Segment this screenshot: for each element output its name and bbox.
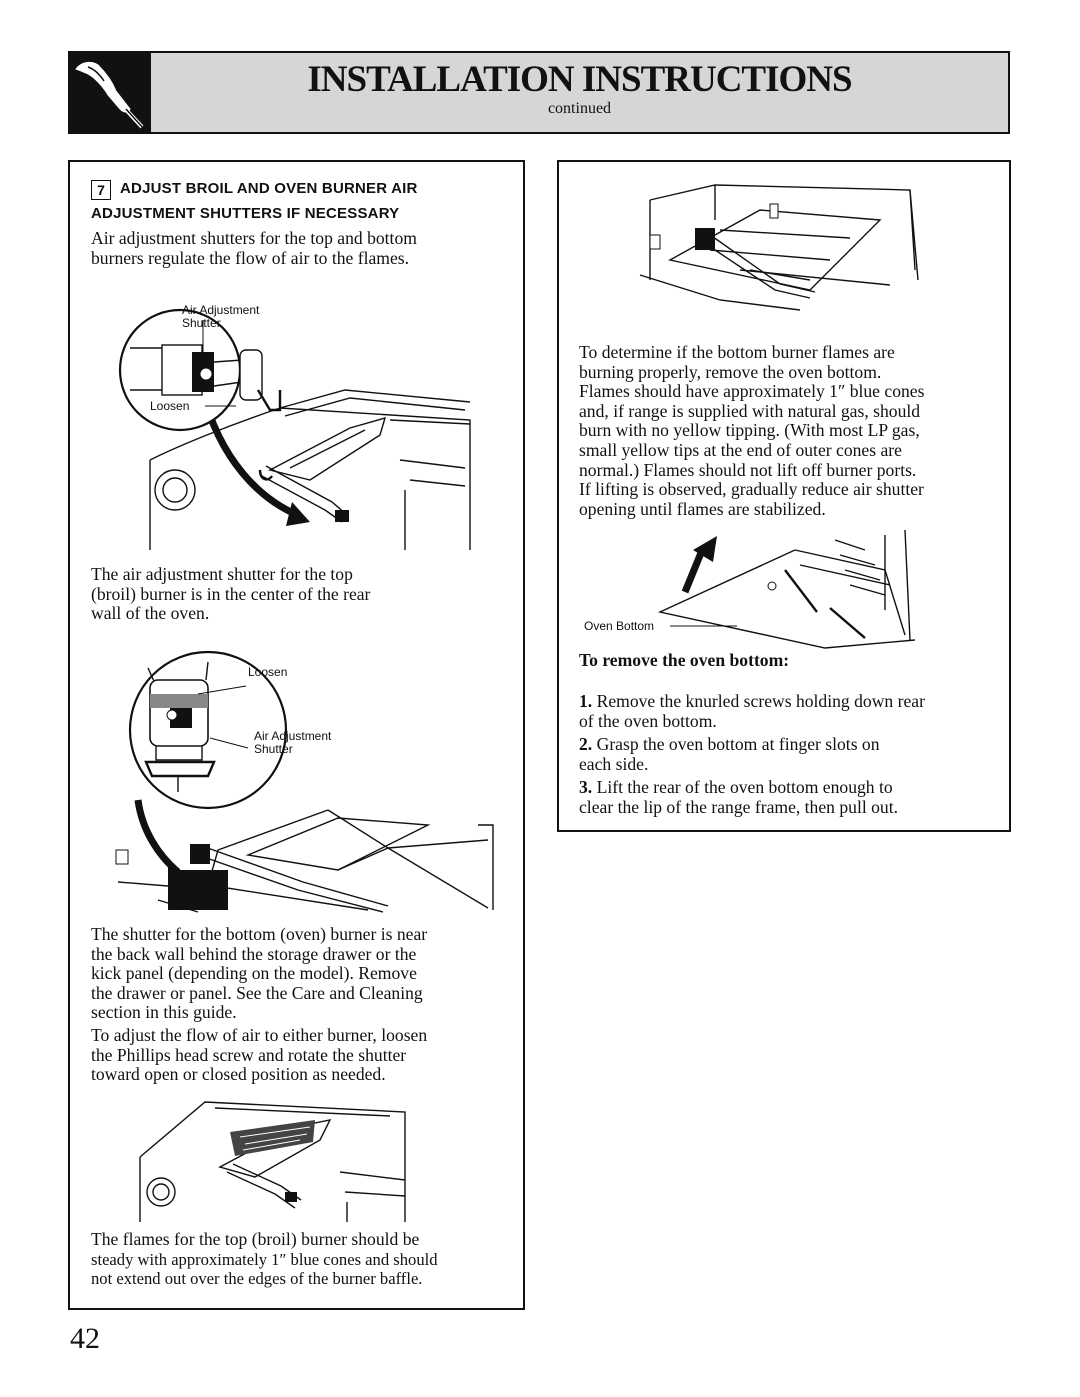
bottom-shutter-line-2: the back wall behind the storage drawer …	[91, 943, 417, 964]
remove-step-1-line-2: of the oven bottom.	[579, 710, 717, 731]
top-burner-shutter-figure	[118, 308, 471, 550]
page-number: 42	[70, 1322, 100, 1355]
oven-bottom-label: Oven Bottom	[584, 619, 655, 633]
check-line-4: and, if range is supplied with natural g…	[579, 400, 921, 421]
remove-step-3-number: 3.	[579, 777, 593, 798]
check-line-7: normal.) Flames should not lift off burn…	[579, 459, 917, 480]
fig1-shutter-label: Air Adjustment Shutter	[182, 304, 259, 330]
remove-step-2-line-2: each side.	[579, 753, 649, 774]
adjust-paragraph: To adjust the flow of air to either burn…	[91, 1025, 428, 1085]
bottom-shutter-line-1: The shutter for the bottom (oven) burner…	[91, 924, 428, 944]
flames-paragraph: The flames for the top (broil) burner sh…	[91, 1229, 438, 1289]
remove-step-2-number: 2.	[579, 734, 593, 755]
check-line-5: burn with no yellow tipping. (With most …	[579, 420, 920, 441]
adjust-line-2: the Phillips head screw and rotate the s…	[91, 1044, 407, 1065]
bottom-burner-shutter-figure	[115, 650, 494, 913]
oven-bottom-removal-figure	[657, 529, 916, 649]
flames-line-2: steady with approximately 1″ blue cones …	[91, 1249, 438, 1269]
hand-screwdriver-icon	[68, 51, 151, 134]
page-subtitle: continued	[547, 100, 612, 117]
fig2-shutter-label-line-1: Air Adjustment	[254, 729, 332, 743]
oven-burner-figure	[639, 184, 919, 311]
remove-step-1-number: 1.	[579, 691, 593, 711]
top-shutter-line-3: wall of the oven.	[91, 603, 210, 624]
flames-line-1: The flames for the top (broil) burner sh…	[91, 1229, 420, 1249]
adjust-line-1: To adjust the flow of air to either burn…	[91, 1025, 428, 1045]
page-title: INSTALLATION INSTRUCTIONS	[307, 59, 852, 100]
step-heading-line-2: Adjustment Shutters if Necessary	[91, 205, 400, 222]
check-flames-paragraph: To determine if the bottom burner flames…	[579, 342, 925, 519]
remove-step-3-line-1: Lift the rear of the oven bottom enough …	[596, 777, 893, 798]
remove-step-3: 3. Lift the rear of the oven bottom enou…	[579, 778, 925, 817]
intro-line-2: burners regulate the flow of air to the …	[91, 247, 410, 268]
step-heading-line-1: Adjust Broil and Oven Burner Air	[120, 180, 418, 197]
bottom-shutter-line-5: section in this guide.	[91, 1002, 237, 1023]
bottom-shutter-line-4: the drawer or panel. See the Care and Cl…	[91, 982, 423, 1003]
remove-step-2: 2. Grasp the oven bottom at finger slots…	[579, 734, 925, 774]
broil-flames-figure	[139, 1101, 406, 1222]
remove-steps-list: 1. Remove the knurled screws holding dow…	[579, 691, 925, 818]
check-line-9: opening until flames are stabilized.	[579, 498, 826, 519]
fig2-shutter-label: Air Adjustment Shutter	[254, 730, 331, 756]
top-shutter-line-2: (broil) burner is in the center of the r…	[91, 583, 371, 604]
bottom-shutter-line-3: kick panel (depending on the model). Rem…	[91, 963, 417, 984]
remove-step-1-line-1: Remove the knurled screws holding down r…	[596, 691, 925, 711]
remove-step-2-line-1: Grasp the oven bottom at finger slots on	[596, 734, 880, 755]
intro-line-1: Air adjustment shutters for the top and …	[91, 228, 417, 248]
remove-step-1: 1. Remove the knurled screws holding dow…	[579, 691, 925, 731]
remove-step-3-line-2: clear the lip of the range frame, then p…	[579, 796, 899, 817]
flames-line-3: not extend out over the edges of the bur…	[91, 1269, 423, 1289]
top-shutter-paragraph: The air adjustment shutter for the top (…	[91, 564, 371, 624]
fig1-shutter-label-line-2: Shutter	[182, 316, 221, 330]
right-instruction-panel	[557, 160, 1011, 832]
top-shutter-line-1: The air adjustment shutter for the top	[91, 564, 353, 584]
fig2-loosen-label: Loosen	[248, 665, 288, 679]
check-line-2: burning properly, remove the oven bottom…	[579, 361, 882, 382]
check-line-6: small yellow tips at the end of outer co…	[579, 439, 902, 460]
remove-oven-bottom-heading: To remove the oven bottom:	[579, 650, 790, 670]
fig1-loosen-label: Loosen	[150, 399, 190, 413]
step-number: 7	[91, 180, 111, 200]
fig1-shutter-label-line-1: Air Adjustment	[182, 303, 260, 317]
check-line-3: Flames should have approximately 1″ blue…	[579, 381, 925, 402]
bottom-shutter-paragraph: The shutter for the bottom (oven) burner…	[91, 924, 428, 1023]
intro-paragraph: Air adjustment shutters for the top and …	[91, 228, 417, 268]
fig2-shutter-label-line-2: Shutter	[254, 742, 293, 756]
check-line-8: If lifting is observed, gradually reduce…	[579, 479, 924, 500]
check-line-1: To determine if the bottom burner flames…	[579, 342, 895, 362]
adjust-line-3: toward open or closed position as needed…	[91, 1064, 386, 1085]
header-banner	[68, 51, 1010, 134]
